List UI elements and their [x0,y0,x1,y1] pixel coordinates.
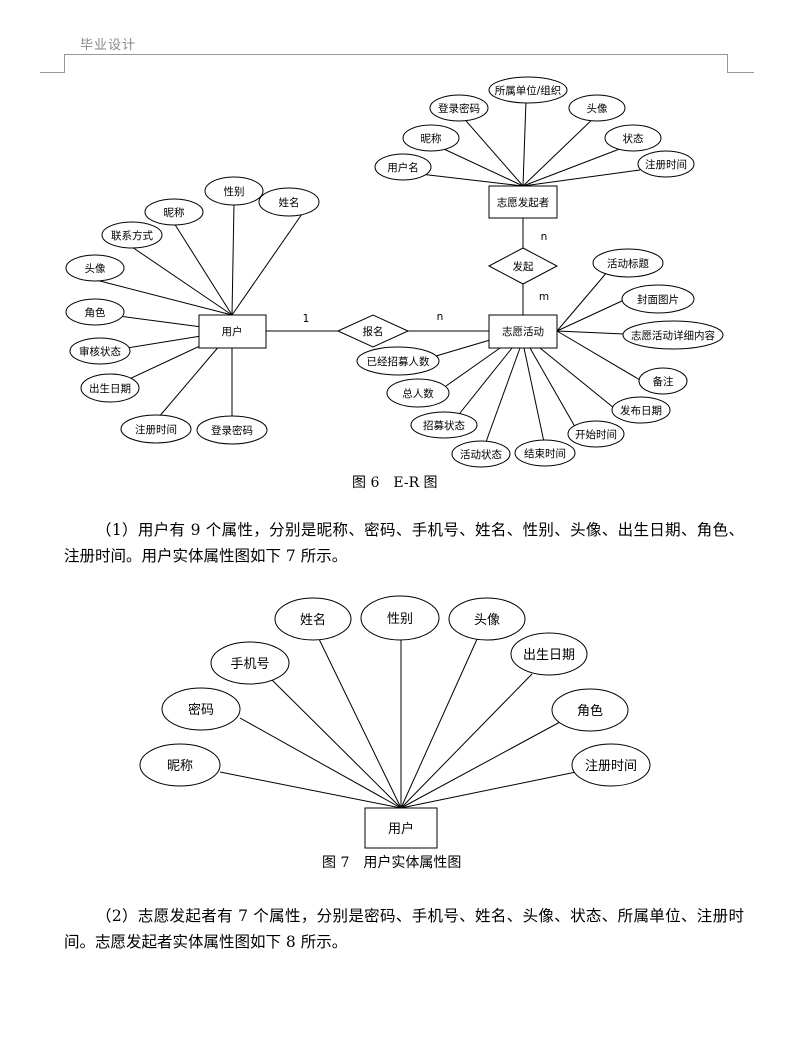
svg-text:密码: 密码 [188,702,214,718]
attribute-node: 注册时间 [571,743,651,787]
relation-enroll [336,314,410,348]
entity-activity-label: 志愿活动 [502,325,544,338]
svg-text:活动标题: 活动标题 [607,258,649,270]
attribute-node: 结束时间 [514,439,576,467]
attribute-node: 封面图片 [621,284,695,314]
attribute-node: 手机号 [210,641,290,685]
attribute-node: 角色 [65,298,125,326]
svg-text:开始时间: 开始时间 [575,428,617,441]
svg-text:头像: 头像 [85,263,106,275]
svg-text:已经招募人数: 已经招募人数 [367,355,430,368]
svg-text:出生日期: 出生日期 [523,648,575,663]
svg-text:总人数: 总人数 [402,387,434,400]
cardinality-label: n [437,311,444,323]
svg-text:头像: 头像 [474,613,500,628]
attribute-node: 头像 [448,597,526,641]
svg-text:角色: 角色 [85,306,106,319]
svg-text:招募状态: 招募状态 [423,419,465,432]
svg-text:活动状态: 活动状态 [460,448,502,461]
attribute-node: 姓名 [258,187,320,217]
attribute-node: 注册时间 [637,150,695,178]
attribute-node: 姓名 [274,597,352,641]
attribute-node: 开始时间 [567,420,625,448]
svg-text:昵称: 昵称 [421,132,442,145]
cardinality-label: 1 [303,313,310,325]
attribute-node: 密码 [161,687,241,731]
crop-mark-right [727,54,754,73]
svg-text:头像: 头像 [587,103,608,115]
svg-text:封面图片: 封面图片 [637,293,679,306]
svg-text:性别: 性别 [224,185,245,198]
attribute-node: 活动状态 [451,440,511,468]
entity-publisher-label: 志愿发起者 [497,196,550,209]
attribute-node: 用户名 [374,153,432,181]
entity-user-fig7 [364,807,438,849]
attribute-node: 招募状态 [410,411,478,439]
attribute-node: 注册时间 [120,414,192,444]
svg-text:用户名: 用户名 [387,161,419,174]
svg-text:状态: 状态 [623,132,644,145]
attribute-node: 志愿活动详细内容 [622,320,724,350]
attribute-node: 总人数 [386,378,450,408]
attribute-node: 所属单位/组织 [488,76,568,104]
attribute-node: 登录密码 [429,94,489,122]
relation-launch-label: 发起 [513,260,534,273]
svg-text:注册时间: 注册时间 [585,759,637,774]
svg-text:姓名: 姓名 [300,612,326,628]
crop-mark-left [40,54,65,73]
figure6-caption: 图 6 E-R 图 [352,475,438,491]
attribute-node: 昵称 [144,198,204,226]
cardinality-label: n [541,231,548,243]
svg-text:手机号: 手机号 [230,657,269,672]
entity-user [198,314,267,349]
figure7-caption: 图 7 用户实体属性图 [322,855,462,871]
svg-text:登录密码: 登录密码 [438,102,480,115]
attribute-node: 状态 [604,124,662,152]
attribute-node: 审核状态 [69,337,131,365]
attribute-node: 登录密码 [196,415,268,445]
attribute-node: 活动标题 [592,248,664,278]
paragraph-2: （2）志愿发起者有 7 个属性，分别是密码、手机号、姓名、头像、状态、所属单位、… [64,907,744,951]
svg-text:联系方式: 联系方式 [111,229,153,242]
svg-text:出生日期: 出生日期 [89,382,131,395]
svg-text:结束时间: 结束时间 [524,447,566,460]
svg-text:发布日期: 发布日期 [620,404,662,417]
entity-publisher [488,185,558,219]
entity-user-fig7-label: 用户 [388,821,414,837]
header-rule [64,54,727,55]
svg-text:角色: 角色 [577,703,603,719]
attribute-node: 已经招募人数 [356,346,440,376]
svg-text:所属单位/组织: 所属单位/组织 [495,84,562,97]
attribute-node: 角色 [551,688,629,732]
attribute-node: 性别 [204,176,264,206]
attribute-node: 出生日期 [80,373,140,403]
entity-user-label: 用户 [222,325,243,338]
attribute-node: 昵称 [402,124,460,152]
svg-text:昵称: 昵称 [167,759,193,774]
attribute-node: 备注 [638,367,688,395]
attribute-node: 联系方式 [101,221,163,249]
attribute-node: 头像 [65,254,125,282]
svg-text:审核状态: 审核状态 [79,345,121,358]
attribute-node: 发布日期 [611,396,671,424]
relation-enroll-label: 报名 [363,325,384,338]
svg-text:昵称: 昵称 [164,206,185,219]
relation-launch [487,247,559,285]
attribute-node: 出生日期 [510,632,588,676]
svg-text:志愿活动详细内容: 志愿活动详细内容 [631,329,715,342]
attribute-node: 昵称 [139,743,221,787]
svg-text:姓名: 姓名 [279,196,300,209]
svg-text:备注: 备注 [653,375,674,388]
attribute-node: 头像 [568,94,626,122]
svg-text:性别: 性别 [387,612,413,627]
header-title: 毕业设计 [80,38,137,53]
entity-activity [488,314,558,349]
attribute-node: 性别 [360,595,440,641]
paragraph-1: （1）用户有 9 个属性，分别是昵称、密码、手机号、姓名、性别、头像、出生日期、… [64,521,744,565]
svg-text:登录密码: 登录密码 [211,424,253,437]
svg-text:注册时间: 注册时间 [135,423,177,436]
cardinality-label: m [539,291,549,303]
svg-text:注册时间: 注册时间 [645,158,687,171]
